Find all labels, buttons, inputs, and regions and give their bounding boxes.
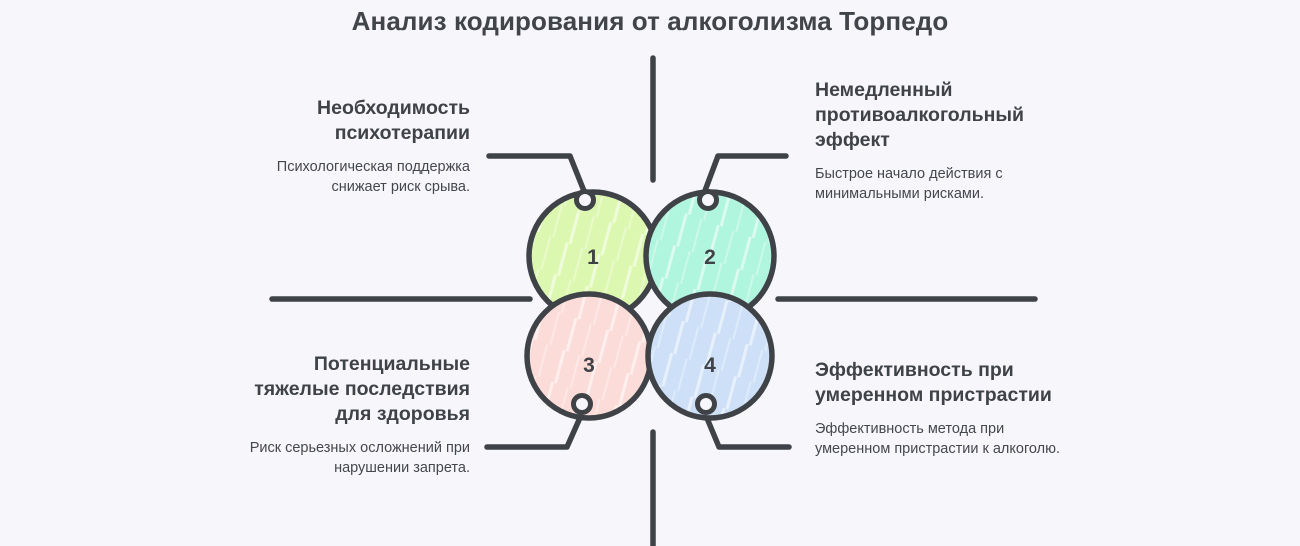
callout-block-bottom-right: Эффективность при умеренном пристрастии …: [815, 358, 1067, 459]
callout-heading-4: Эффективность при умеренном пристрастии: [815, 359, 1052, 406]
callout-body-3: Риск серьезных осложнений при нарушении …: [249, 440, 470, 476]
callout-heading-3: Потенциальные тяжелые последствия для зд…: [254, 353, 470, 425]
callout-heading-1: Необходимость психотерапии: [317, 97, 470, 144]
callout-block-bottom-left: Потенциальные тяжелые последствия для зд…: [230, 352, 470, 478]
circle-4-outline: [645, 291, 775, 421]
callout-leaders: [484, 153, 792, 450]
callout-body-2: Быстрое начало действия с минимальными р…: [815, 166, 1003, 202]
leader-line-3: [484, 408, 586, 450]
circle-node-1[interactable]: 1: [526, 189, 660, 323]
callout-body-4: Эффективность метода при умеренном прист…: [815, 421, 1061, 457]
callout-body-1: Психологическая поддержка снижает риск с…: [276, 159, 470, 195]
callout-block-top-left: Необходимость психотерапии Психологическ…: [230, 96, 470, 197]
anchor-rings: [571, 189, 719, 415]
circle-4-number: 4: [704, 354, 716, 377]
leader-line-2: [700, 153, 789, 199]
circle-3-number: 3: [583, 354, 595, 377]
leader-line-4: [701, 408, 792, 450]
callout-heading-2: Немедленный противоалкогольный эффект: [815, 79, 1025, 151]
anchor-ring-2: [697, 189, 719, 211]
anchor-ring-1: [574, 189, 596, 211]
anchor-ring-3: [571, 393, 593, 415]
callout-block-top-right: Немедленный противоалкогольный эффект Бы…: [815, 78, 1067, 204]
anchor-ring-4: [695, 393, 717, 415]
page-title: Анализ кодирования от алкоголизма Торпед…: [351, 6, 949, 36]
leader-line-1: [486, 153, 589, 199]
circle-1-number: 1: [587, 246, 599, 269]
axis-lines: [269, 55, 1038, 546]
circle-2-number: 2: [704, 246, 716, 269]
